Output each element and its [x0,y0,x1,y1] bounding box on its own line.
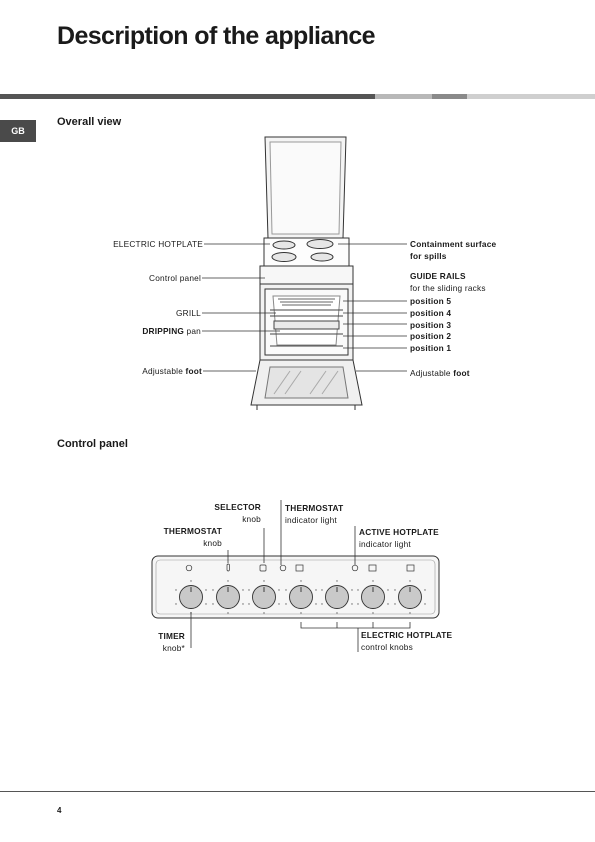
label-active-hotplate-title: ACTIVE HOTPLATE [359,527,439,537]
timer-knob [179,585,203,609]
label-timer-title: TIMER [158,631,185,641]
oven-door-window [264,366,349,399]
rack-3 [273,320,340,330]
oven-illustration [250,136,363,410]
label-selector-title: SELECTOR [214,502,261,512]
hotplate-icon [368,564,377,572]
hotplate-3 [271,252,297,262]
header-band-mid [432,94,467,99]
hotplate-2 [306,239,334,249]
footer-rule [0,791,595,792]
hotplate-1 [272,240,296,250]
hotplate-knob-4 [398,585,422,609]
control-panel-inner-frame [155,559,436,615]
overall-view-leader-lines [202,243,407,372]
header-band-pale [467,94,595,99]
thermometer-icon [226,563,230,572]
hotplate-icon [295,564,304,572]
label-grill: GRILL [176,308,201,318]
active-hotplate-indicator-light-icon [351,564,359,572]
label-dripping-bold: DRIPPING [142,326,185,336]
label-active-hotplate-sub: indicator light [359,539,411,549]
label-position-3: position 3 [410,320,452,330]
hotplate-icon [406,564,415,572]
label-control-panel: Control panel [149,273,201,283]
thermostat-knob [216,585,240,609]
language-tab: GB [0,120,36,142]
label-thermostat-light-sub: indicator light [285,515,337,525]
label-foot-right: Adjustable foot [410,368,470,379]
label-foot-left-prefix: Adjustable [142,366,186,376]
grill-element [278,298,335,306]
label-selector-sub: knob [242,514,261,524]
control-panel-heading: Control panel [57,438,128,450]
label-thermostat-knob-sub: knob [203,538,222,548]
knob-scale-marks [175,580,426,614]
header-band-dark [0,94,375,99]
selector-knob [252,585,276,609]
thermostat-indicator-light-icon [279,564,287,572]
label-dripping-pan: DRIPPING pan [142,326,201,337]
label-electric-hotplate-knobs-title: ELECTRIC HOTPLATE [361,630,453,640]
oven-lid-inner [269,141,342,235]
label-position-2: position 2 [410,331,452,341]
label-position-1: position 1 [410,343,452,353]
header-band-light [375,94,432,99]
label-containment-line1: Containment surface [410,239,497,249]
label-timer-sub: knob* [162,643,185,653]
page-title: Description of the appliance [57,22,376,50]
page-number: 4 [57,806,62,815]
label-guide-rails: GUIDE RAILS [410,271,466,281]
label-foot-left: Adjustable foot [142,366,202,377]
label-guide-rails-sub: for the sliding racks [410,283,486,293]
control-panel-leader-lines [190,500,411,652]
selector-icon [259,564,267,572]
label-thermostat-light-title: THERMOSTAT [285,503,344,513]
hotplate-knob-1 [289,585,313,609]
hotplate-knob-3 [361,585,385,609]
hotplate-knob-2 [325,585,349,609]
label-thermostat-knob-title: THERMOSTAT [163,526,222,536]
label-dripping-rest: pan [184,326,201,336]
label-position-4: position 4 [410,308,452,318]
label-electric-hotplate: ELECTRIC HOTPLATE [113,239,203,249]
label-electric-hotplate-knobs-sub: control knobs [361,642,413,652]
label-foot-left-bold: foot [185,366,202,376]
overall-view-heading: Overall view [57,116,122,128]
label-foot-right-prefix: Adjustable [410,368,454,378]
timer-icon [185,564,193,572]
label-foot-right-bold: foot [453,368,470,378]
oven-door-reflection [273,370,339,395]
label-containment-line2: for spills [410,251,447,261]
label-position-5: position 5 [410,296,452,306]
hotplate-4 [310,252,334,262]
